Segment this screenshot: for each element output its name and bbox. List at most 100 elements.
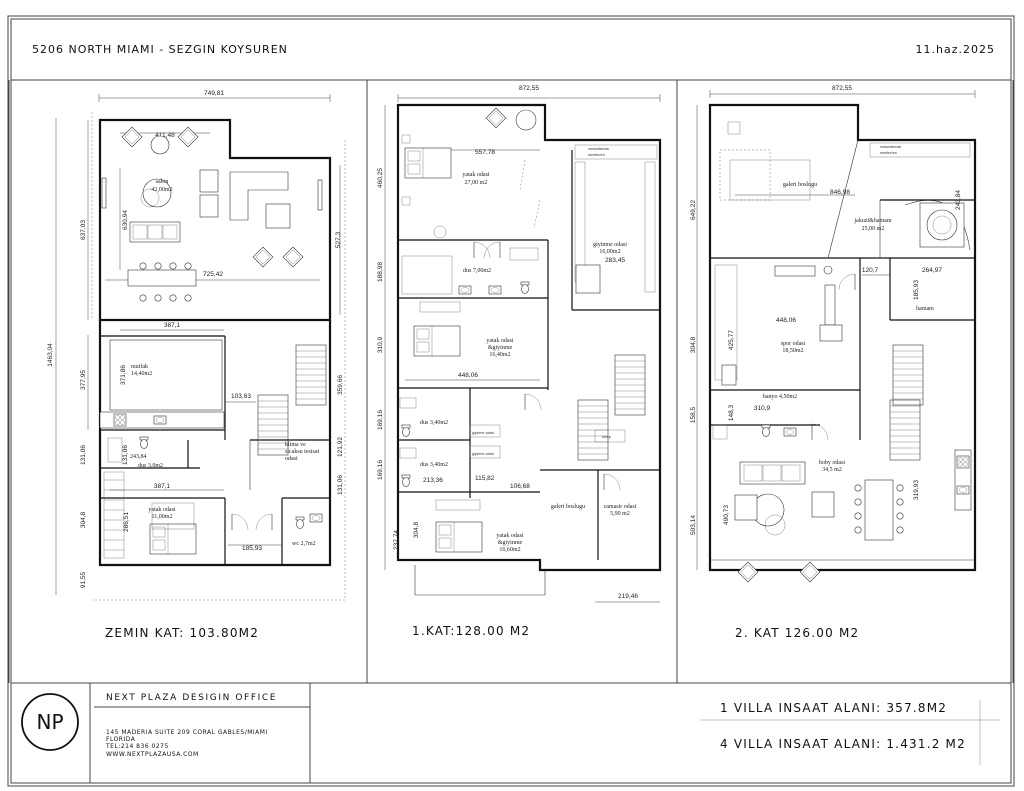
svg-text:menfez/en: menfez/en bbox=[880, 151, 897, 155]
svg-text:1463,04: 1463,04 bbox=[47, 343, 54, 367]
svg-text:dus 3,40m2: dus 3,40m2 bbox=[420, 462, 448, 468]
svg-text:&giyinme: &giyinme bbox=[488, 345, 513, 351]
svg-text:148,3: 148,3 bbox=[728, 404, 735, 421]
svg-text:872,55: 872,55 bbox=[832, 85, 852, 92]
svg-text:34,5 m2: 34,5 m2 bbox=[822, 467, 842, 473]
ground-floor-plan: 749,81 1463,04 637,03 377,95 131,06 304,… bbox=[47, 90, 346, 640]
svg-text:557,78: 557,78 bbox=[475, 149, 495, 156]
svg-text:18,50m2: 18,50m2 bbox=[782, 348, 803, 354]
svg-text:460,25: 460,25 bbox=[377, 168, 384, 188]
company-website: WWW.NEXTPLAZAUSA.COM bbox=[106, 751, 199, 758]
svg-text:411,48: 411,48 bbox=[155, 132, 175, 139]
svg-text:hamam: hamam bbox=[916, 306, 934, 312]
svg-text:11,00m2: 11,00m2 bbox=[152, 514, 173, 520]
svg-text:14,40m2: 14,40m2 bbox=[131, 371, 152, 377]
svg-text:846,98: 846,98 bbox=[830, 189, 850, 196]
villa-area-single: 1 VILLA INSAAT ALANI: 357.8M2 bbox=[720, 701, 947, 715]
svg-text:giyinme odasi: giyinme odasi bbox=[472, 452, 494, 456]
svg-text:camasir odasi: camasir odasi bbox=[604, 504, 637, 510]
svg-text:304,8: 304,8 bbox=[80, 511, 87, 528]
svg-text:725,42: 725,42 bbox=[203, 271, 223, 278]
first-floor-label: 1.KAT:128.00 M2 bbox=[412, 624, 530, 638]
svg-text:158,5: 158,5 bbox=[690, 406, 697, 423]
svg-text:91,55: 91,55 bbox=[80, 571, 87, 588]
sheet-inner-frame bbox=[10, 18, 1012, 784]
svg-text:42,00m2: 42,00m2 bbox=[151, 187, 172, 193]
svg-text:490,73: 490,73 bbox=[723, 505, 730, 525]
sheet-frame bbox=[7, 15, 1015, 787]
svg-text:359,66: 359,66 bbox=[337, 375, 344, 395]
svg-text:286,51: 286,51 bbox=[123, 512, 130, 532]
company-name: NEXT PLAZA DESIGIN OFFICE bbox=[106, 693, 277, 703]
svg-text:448,06: 448,06 bbox=[458, 372, 478, 379]
svg-text:283,45: 283,45 bbox=[605, 257, 625, 264]
svg-text:106,68: 106,68 bbox=[510, 483, 530, 490]
svg-text:16,40m2: 16,40m2 bbox=[489, 352, 510, 358]
svg-text:237,74: 237,74 bbox=[393, 530, 400, 550]
title-block: NP NEXT PLAZA DESIGIN OFFICE 145 MADERIA… bbox=[21, 683, 1000, 783]
svg-text:mekanik/mak: mekanik/mak bbox=[880, 145, 901, 149]
svg-text:310,9: 310,9 bbox=[377, 336, 384, 353]
svg-text:yatak odasi: yatak odasi bbox=[496, 533, 523, 539]
svg-text:wc 2,7m2: wc 2,7m2 bbox=[292, 541, 316, 547]
svg-text:5,90 m2: 5,90 m2 bbox=[610, 511, 630, 517]
first-floor-plan: 872,55 460,25 188,98 310,9 169,16 169,16… bbox=[377, 85, 662, 638]
svg-text:304,8: 304,8 bbox=[690, 336, 697, 353]
svg-text:103,63: 103,63 bbox=[231, 393, 251, 400]
svg-text:425,77: 425,77 bbox=[728, 330, 735, 350]
svg-text:hoby odasi: hoby odasi bbox=[819, 460, 845, 466]
svg-text:sicaksu tesisat: sicaksu tesisat bbox=[285, 449, 319, 455]
svg-text:304,8: 304,8 bbox=[413, 521, 420, 538]
svg-text:387,1: 387,1 bbox=[164, 322, 181, 329]
svg-text:yatak odasi: yatak odasi bbox=[148, 507, 175, 513]
svg-text:169,16: 169,16 bbox=[377, 460, 384, 480]
villa-area-total: 4 VILLA INSAAT ALANI: 1.431.2 M2 bbox=[720, 737, 966, 751]
company-phone: TEL:214 836 0275 bbox=[105, 743, 169, 750]
svg-text:448,06: 448,06 bbox=[776, 317, 796, 324]
svg-text:121,92: 121,92 bbox=[337, 437, 344, 457]
svg-text:243,84: 243,84 bbox=[130, 454, 147, 460]
svg-text:131,06: 131,06 bbox=[122, 445, 129, 465]
svg-text:dolap: dolap bbox=[602, 435, 611, 439]
svg-text:galeri boslugu: galeri boslugu bbox=[783, 182, 817, 188]
svg-text:yatak odasi: yatak odasi bbox=[462, 172, 489, 178]
svg-text:16,60m2: 16,60m2 bbox=[499, 547, 520, 553]
svg-text:dus 7,00m2: dus 7,00m2 bbox=[463, 268, 491, 274]
svg-text:giyinme odasi: giyinme odasi bbox=[593, 242, 627, 248]
svg-text:klima ve: klima ve bbox=[285, 442, 306, 448]
svg-text:giyinme odasi: giyinme odasi bbox=[472, 431, 494, 435]
svg-text:131,06: 131,06 bbox=[337, 475, 344, 495]
svg-text:527,3: 527,3 bbox=[335, 231, 342, 248]
svg-text:503,14: 503,14 bbox=[690, 515, 697, 535]
svg-text:yatak odasi: yatak odasi bbox=[486, 338, 513, 344]
svg-text:310,9: 310,9 bbox=[754, 405, 771, 412]
ground-floor-label: ZEMIN KAT: 103.80M2 bbox=[105, 626, 259, 640]
svg-text:264,97: 264,97 bbox=[922, 267, 942, 274]
svg-text:185,93: 185,93 bbox=[913, 280, 920, 300]
svg-text:salon: salon bbox=[156, 179, 169, 185]
svg-text:213,36: 213,36 bbox=[423, 477, 443, 484]
svg-text:dus 3,40m2: dus 3,40m2 bbox=[420, 420, 448, 426]
svg-text:FLORIDA: FLORIDA bbox=[106, 736, 136, 743]
svg-text:243,84: 243,84 bbox=[955, 190, 962, 210]
svg-text:galeri boslugu: galeri boslugu bbox=[551, 504, 585, 510]
svg-text:spor odasi: spor odasi bbox=[781, 341, 806, 347]
svg-text:jakuzi&hamam: jakuzi&hamam bbox=[854, 218, 892, 224]
svg-text:630,94: 630,94 bbox=[122, 210, 129, 230]
svg-text:115,82: 115,82 bbox=[475, 475, 495, 482]
svg-text:banyo 4,50m2: banyo 4,50m2 bbox=[763, 394, 797, 400]
svg-text:odasi: odasi bbox=[285, 456, 298, 462]
company-logo bbox=[21, 693, 79, 751]
svg-text:219,46: 219,46 bbox=[618, 593, 638, 600]
plan-date: 11.haz.2025 bbox=[916, 43, 995, 56]
second-floor-plan: 872,55 649,22 304,8 158,5 503,14 galeri … bbox=[690, 85, 977, 640]
svg-text:dus 3,0m2: dus 3,0m2 bbox=[138, 463, 163, 469]
svg-text:185,93: 185,93 bbox=[242, 545, 262, 552]
project-title: 5206 NORTH MIAMI - SEZGIN KOYSUREN bbox=[32, 43, 288, 56]
company-address: 145 MADERIA SUITE 209 CORAL GABLES/MIAMI bbox=[106, 729, 268, 736]
svg-text:mekanik/mak: mekanik/mak bbox=[588, 147, 609, 151]
svg-text:387,1: 387,1 bbox=[154, 483, 171, 490]
dim-top: 749,81 bbox=[204, 90, 224, 97]
svg-text:188,98: 188,98 bbox=[377, 262, 384, 282]
